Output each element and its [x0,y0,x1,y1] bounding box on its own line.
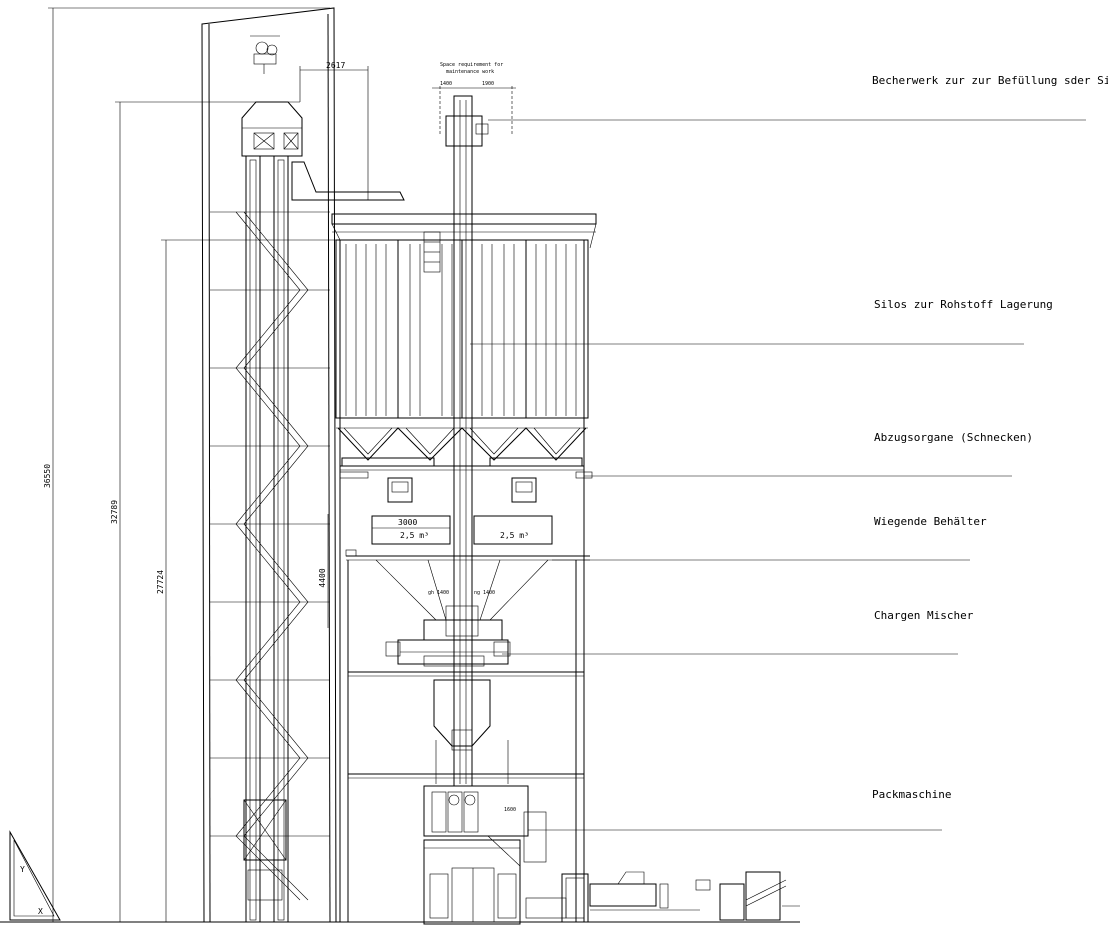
dimension-elevator-height: 32789 [110,101,300,922]
batch-mixer [385,639,511,667]
label-packer: Packmaschine [872,788,951,801]
mixer-left-dim: gh 1400 [428,590,449,596]
label-mixer: Chargen Mischer [874,609,974,622]
silo-height-label: 27724 [156,570,165,594]
screw-conveyors [339,457,593,479]
service-right-dim: 1900 [482,81,494,87]
volume-right-label: 2,5 m³ [500,531,529,540]
elevator-height-label: 32789 [110,500,119,524]
conveyor-line [525,871,800,923]
service-left-dim: 1400 [440,81,452,87]
buffer-hopper [433,679,509,784]
weigh-width-label: 3000 [398,518,417,527]
weighing-hoppers: 3000 2,5 m³ 2,5 m³ 4400 [318,477,590,628]
volume-left-label: 2,5 m³ [400,531,429,540]
company-logo-icon: Y X [9,830,61,921]
maintenance-note: Space requirement for [440,62,503,68]
offset-label: 2617 [326,61,345,70]
dimension-total-height: 36550 [43,7,330,923]
silo-bank [335,239,589,461]
label-discharge: Abzugsorgane (Schnecken) [874,431,1033,444]
label-silos: Silos zur Rohstoff Lagerung [874,298,1053,311]
svg-text:X: X [38,907,43,916]
label-elevator: Becherwerk zur zur Befüllung sder Silos [872,74,1108,87]
total-height-label: 36550 [43,464,52,488]
hoist-icon [250,35,280,74]
silo-roof-platform [331,213,597,273]
mixer-right-dim: ng 1400 [474,590,495,596]
weigh-gap-label: 4400 [318,568,327,587]
central-elevator: Space requirement for maintenance work 1… [432,62,516,787]
packing-machine: 1600 [423,785,547,925]
elevator-discharge-chute: 2617 [291,61,405,201]
label-weighing: Wiegende Behälter [874,515,987,528]
dimension-silo-height: 27724 [156,239,340,922]
mixer-funnel: gh 1400 ng 1400 [375,559,549,641]
maintenance-note-2: maintenance work [446,69,494,75]
leader-lines [470,119,1086,831]
elevator-tower [201,7,337,923]
pack-dim-label: 1600 [504,807,516,813]
svg-text:Y: Y [20,865,25,874]
